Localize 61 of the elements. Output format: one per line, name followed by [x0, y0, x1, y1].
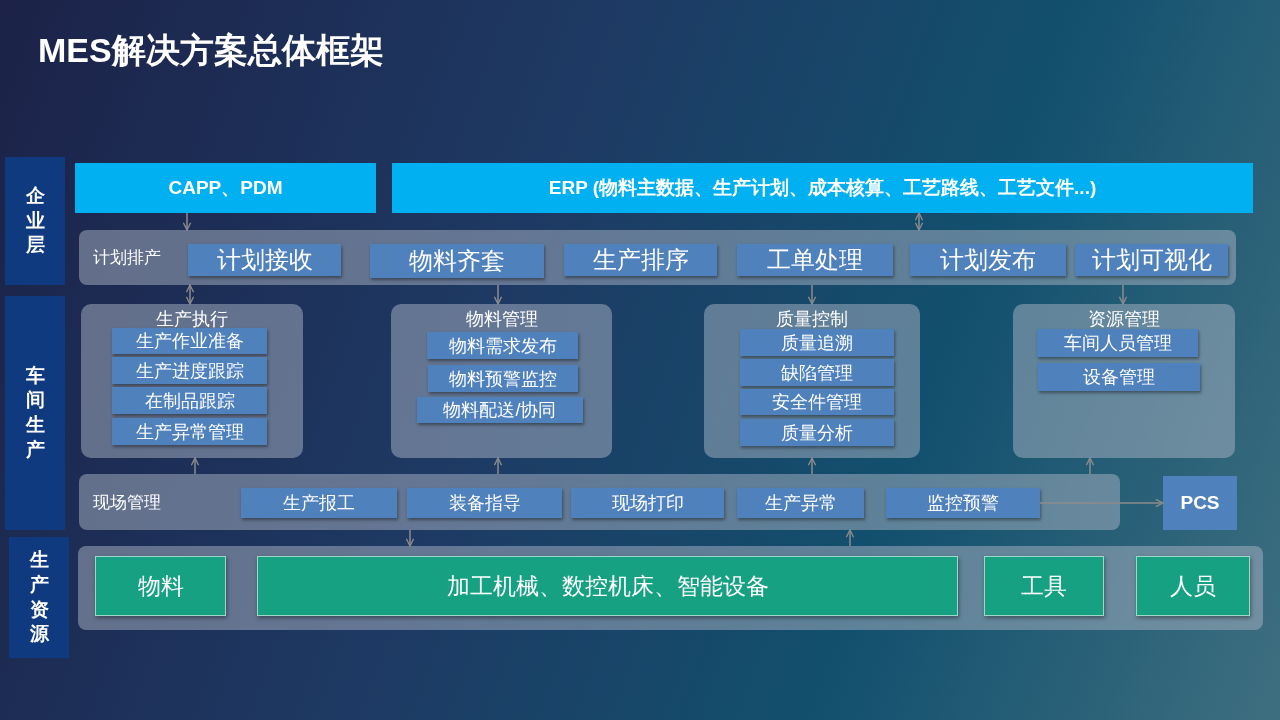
function-box: 设备管理 — [1038, 363, 1200, 391]
function-box: 在制品跟踪 — [112, 387, 267, 414]
function-box: 物料齐套 — [370, 244, 544, 278]
function-box: 安全件管理 — [740, 389, 894, 415]
function-box: 现场打印 — [571, 488, 724, 518]
group-heading: 质量控制 — [775, 308, 849, 331]
arrow — [405, 529, 415, 547]
arrow — [185, 284, 195, 305]
function-box: 监控预警 — [886, 488, 1040, 518]
arrow — [807, 457, 817, 475]
arrow — [807, 284, 817, 305]
function-box: 生产作业准备 — [112, 328, 267, 354]
function-box: 物料配送/协同 — [417, 397, 583, 423]
empty-box — [78, 546, 1263, 630]
group-heading: 资源管理 — [1087, 308, 1161, 331]
resource-box: 加工机械、数控机床、智能设备 — [257, 556, 958, 616]
system-box: PCS — [1163, 476, 1237, 530]
module-panel — [81, 304, 303, 458]
function-box: 生产异常 — [737, 488, 864, 518]
group-heading: 物料管理 — [464, 308, 539, 331]
function-box: 车间人员管理 — [1037, 329, 1198, 357]
layer-label: 生产资源 — [9, 537, 69, 658]
function-box: 装备指导 — [407, 488, 562, 518]
function-box: 物料需求发布 — [427, 332, 578, 359]
function-box: 缺陷管理 — [740, 359, 894, 386]
function-box: 生产进度跟踪 — [112, 357, 267, 384]
function-box: 计划可视化 — [1075, 244, 1228, 276]
group-heading: 生产执行 — [155, 308, 229, 331]
group-heading: 现场管理 — [93, 491, 161, 514]
arrow — [493, 457, 503, 475]
group-heading: 计划排产 — [93, 247, 161, 269]
title: MES解决方案总体框架 — [38, 30, 384, 71]
function-box: 工单处理 — [737, 244, 893, 276]
layer-label: 企业层 — [5, 157, 65, 285]
resource-box: 工具 — [984, 556, 1104, 616]
module-band — [79, 474, 1120, 530]
arrow — [1085, 457, 1095, 475]
function-box: 质量分析 — [740, 419, 894, 446]
arrow — [845, 529, 855, 547]
arrow — [1118, 284, 1128, 305]
function-box: 生产异常管理 — [112, 418, 267, 445]
function-box: 物料预警监控 — [428, 365, 578, 392]
function-box: 生产排序 — [564, 244, 717, 276]
arrow — [182, 212, 192, 231]
arrow — [190, 457, 200, 475]
system-box: ERP (物料主数据、生产计划、成本核算、工艺路线、工艺文件...) — [392, 163, 1253, 213]
function-box: 计划发布 — [910, 244, 1066, 276]
resource-box: 物料 — [95, 556, 226, 616]
module-panel — [391, 304, 612, 458]
function-box: 生产报工 — [241, 488, 397, 518]
system-box: CAPP、PDM — [75, 163, 376, 213]
module-panel — [1013, 304, 1235, 458]
function-box: 计划接收 — [188, 244, 341, 276]
layer-label: 车间生产 — [5, 296, 65, 530]
module-band — [79, 230, 1236, 285]
resource-box: 人员 — [1136, 556, 1250, 616]
arrow — [493, 284, 503, 305]
module-panel — [704, 304, 920, 458]
function-box: 质量追溯 — [740, 329, 894, 356]
arrow — [914, 212, 924, 231]
arrow — [1039, 498, 1164, 508]
